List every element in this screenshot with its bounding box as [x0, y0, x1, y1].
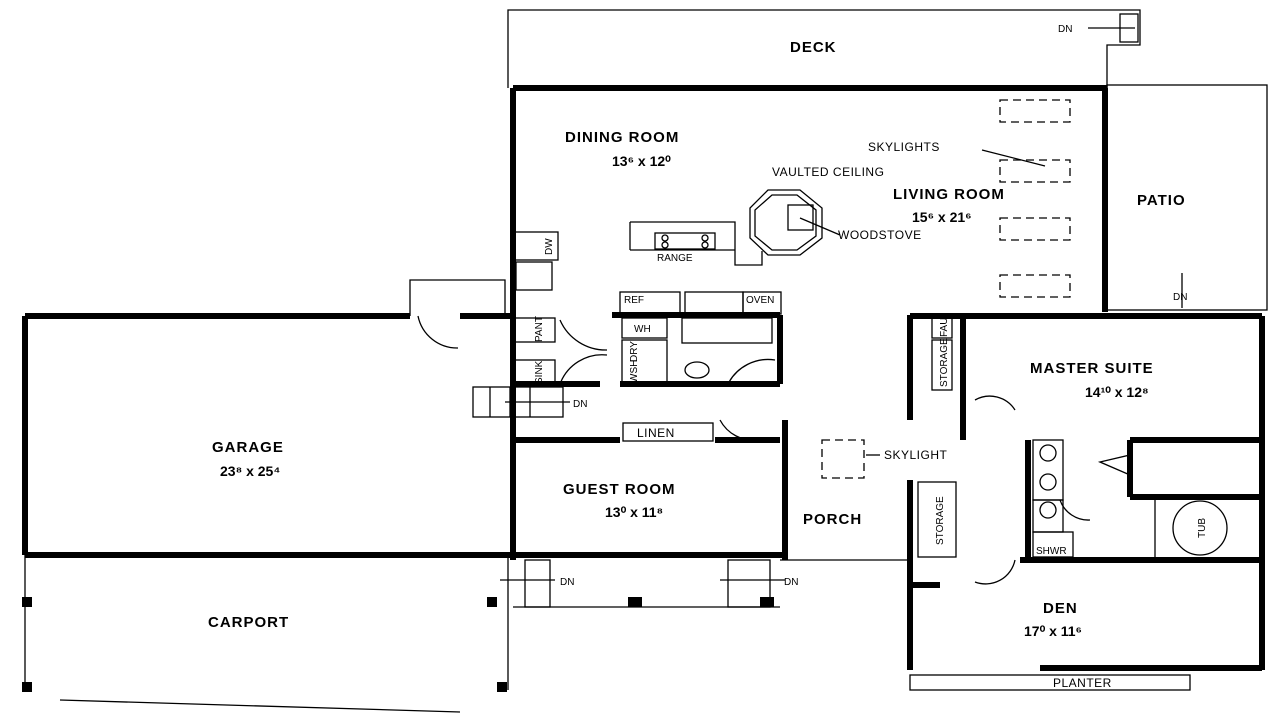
skylight-note: SKYLIGHT	[884, 448, 948, 462]
carport-label: CARPORT	[208, 614, 289, 631]
deck-stair-label: DN	[1058, 24, 1072, 35]
front-stair-label-2: DN	[784, 577, 798, 588]
garage-label: GARAGE	[212, 439, 284, 456]
master-suite-dims: 14¹⁰ x 12⁸	[1085, 384, 1149, 400]
storage-label-2: STORAGE	[935, 496, 946, 545]
master-suite-label: MASTER SUITE	[1030, 360, 1154, 377]
kitchen-fixtures	[514, 189, 823, 442]
patio-label: PATIO	[1137, 192, 1186, 209]
master-fixtures	[909, 317, 1228, 691]
garage-dims: 23⁸ x 25⁴	[220, 463, 280, 479]
storage-label-1: STORAGE	[939, 338, 950, 387]
vaulted-ceiling-note: VAULTED CEILING	[772, 165, 884, 179]
oven-label: OVEN	[746, 295, 774, 306]
living-room-dims: 15⁶ x 21⁶	[912, 209, 972, 225]
walls	[22, 85, 1265, 671]
skylights	[799, 99, 1183, 479]
woodstove-note: WOODSTOVE	[838, 228, 922, 242]
guest-room-dims: 13⁰ x 11⁸	[605, 504, 663, 520]
pantry-label: PANT	[534, 316, 545, 342]
patio-stair-label: DN	[1173, 292, 1187, 303]
carport-outline	[22, 279, 910, 713]
utility-stair-label: DN	[573, 399, 587, 410]
tub-label: TUB	[1197, 518, 1208, 538]
patio-outline	[1106, 84, 1268, 311]
planter-label: PLANTER	[1053, 676, 1112, 690]
den-label: DEN	[1043, 600, 1078, 617]
guest-room-label: GUEST ROOM	[563, 481, 676, 498]
range-label: RANGE	[657, 253, 693, 264]
ref-label: REF	[624, 295, 644, 306]
skylights-note: SKYLIGHTS	[868, 140, 940, 154]
sink-label: SINK	[534, 360, 545, 384]
den-dims: 17⁰ x 11⁶	[1024, 623, 1082, 639]
washer-label: WSH	[629, 360, 640, 383]
dining-room-dims: 13⁶ x 12⁰	[612, 153, 671, 169]
water-heater-label: WH	[634, 324, 651, 335]
dryer-label: DRY	[629, 341, 640, 362]
dining-room-label: DINING ROOM	[565, 129, 679, 146]
deck-label: DECK	[790, 39, 837, 56]
dw-label: DW	[544, 238, 555, 255]
front-stair-label-1: DN	[560, 577, 574, 588]
living-room-label: LIVING ROOM	[893, 186, 1005, 203]
porch-label: PORCH	[803, 511, 862, 528]
stairs	[472, 386, 785, 608]
deck	[507, 9, 1141, 88]
shower-label: SHWR	[1036, 546, 1067, 557]
fau-label: FAU	[939, 318, 950, 337]
linen-label: LINEN	[637, 426, 675, 440]
